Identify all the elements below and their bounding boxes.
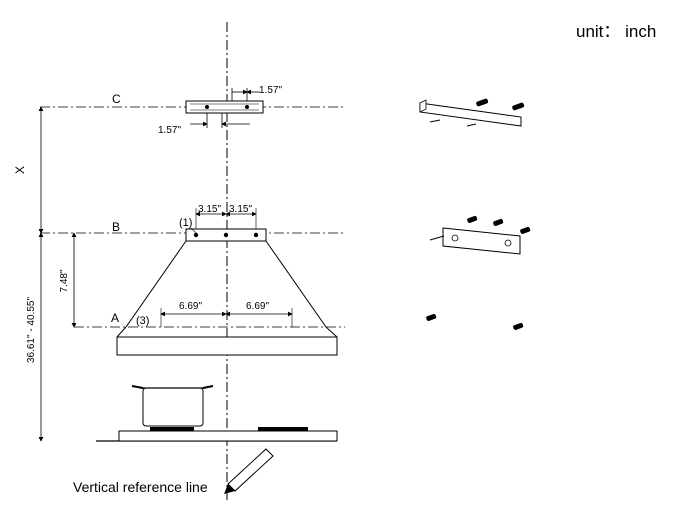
dim-x: X	[13, 166, 27, 174]
level-b-label: B	[112, 220, 120, 234]
dim-top-hole-left: 3.15"	[198, 204, 221, 215]
range-hood	[116, 228, 338, 356]
dim-mount-range: 36.61" - 40.55"	[26, 297, 37, 363]
wall-bracket-part	[419, 98, 525, 127]
level-a-label: A	[111, 311, 119, 325]
dim-bracket-left: 1.57"	[158, 125, 181, 136]
reference-line-label: Vertical reference line	[73, 479, 208, 495]
pencil-icon	[224, 448, 274, 494]
screw-part-left	[426, 313, 437, 321]
screw-part-right	[513, 322, 524, 330]
top-bracket	[185, 88, 264, 128]
cooktop	[96, 427, 338, 442]
dim-canopy-left: 6.69"	[179, 301, 202, 312]
level-c-label: C	[112, 92, 121, 106]
unit-label: unit： inch	[576, 22, 657, 41]
cooking-pot	[131, 385, 214, 427]
callout-1: (1)	[179, 217, 192, 229]
dim-canopy-right: 6.69"	[246, 301, 269, 312]
dim-hood-height: 7.48"	[59, 269, 70, 292]
callout-3: (3)	[136, 315, 149, 327]
dim-top-hole-right: 3.15"	[229, 204, 252, 215]
hood-bracket-part	[429, 215, 531, 255]
dim-bracket-right: 1.57"	[259, 85, 282, 96]
